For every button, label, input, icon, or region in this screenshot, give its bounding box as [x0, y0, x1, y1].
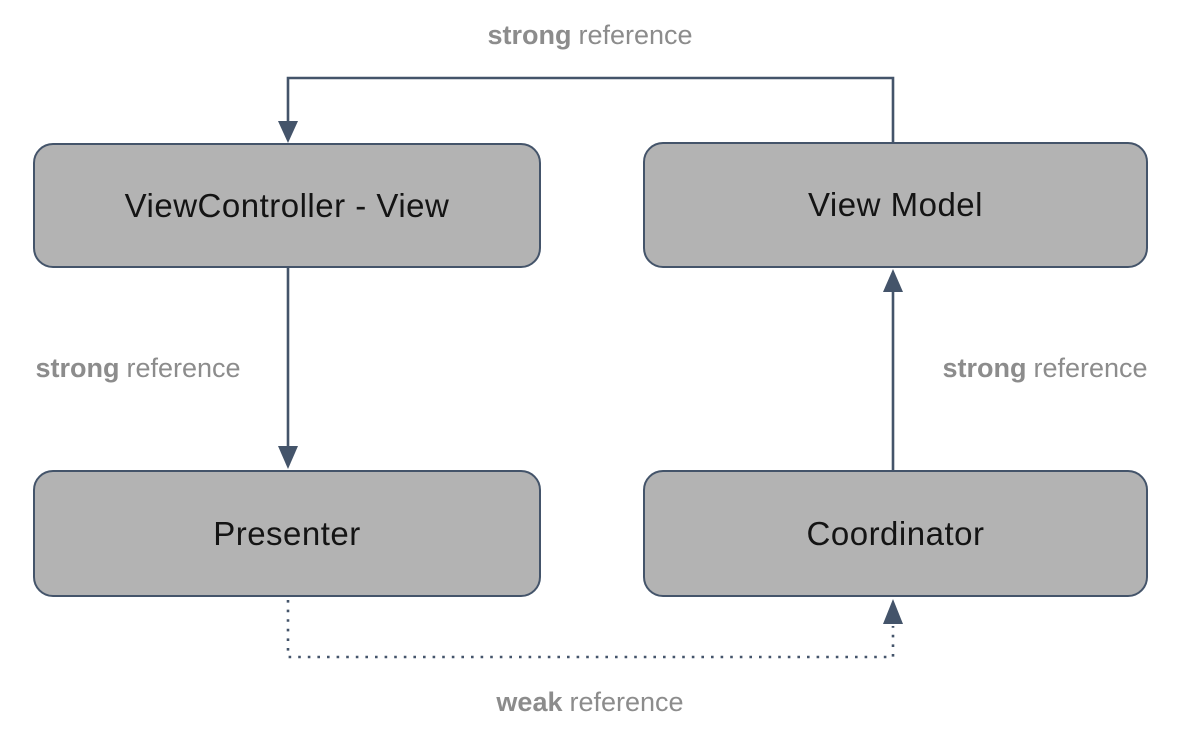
edge-strong-coordinator-to-viewmodel	[883, 269, 903, 470]
edge-weak-presenter-to-coordinator	[286, 599, 903, 659]
edge-label-strong-left-rest: reference	[126, 353, 241, 383]
node-view-model: View Model	[643, 142, 1148, 268]
node-view-model-label: View Model	[808, 186, 983, 223]
node-viewcontroller-view: ViewController - View	[33, 143, 541, 268]
edge-label-strong-right-rest: reference	[1033, 353, 1148, 383]
edge-label-weak-bottom-bold: weak	[496, 687, 563, 717]
edge-strong-viewmodel-to-viewcontroller	[278, 76, 895, 143]
node-coordinator-label: Coordinator	[806, 514, 985, 552]
edge-label-strong-right-bold: strong	[942, 353, 1027, 383]
edge-strong-viewcontroller-to-presenter	[278, 268, 298, 469]
edge-label-strong-top-bold: strong	[487, 20, 572, 50]
edge-label-strong-left-bold: strong	[35, 353, 120, 383]
node-coordinator: Coordinator	[643, 470, 1148, 597]
edge-label-strong-top-rest: reference	[578, 20, 693, 50]
node-presenter: Presenter	[33, 470, 541, 597]
node-presenter-label: Presenter	[213, 514, 361, 552]
node-viewcontroller-view-label: ViewController - View	[124, 186, 450, 224]
edge-label-weak-bottom-rest: reference	[569, 687, 684, 717]
